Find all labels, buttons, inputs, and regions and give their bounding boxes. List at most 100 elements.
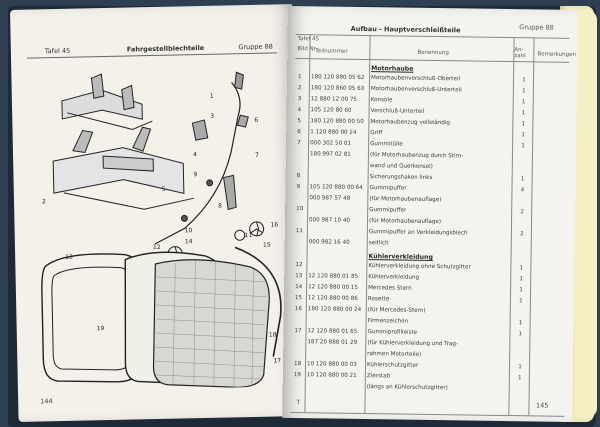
section-grille: Kühlerverkleidung: [368, 253, 433, 261]
callout: 5: [162, 186, 166, 193]
cell-qty: 1: [522, 77, 526, 84]
cell-desc: Kühlerverkleidung: [368, 274, 420, 281]
cell-part: 1 120 880 00 24: [310, 129, 357, 136]
cell-part: [307, 383, 365, 384]
callout: 18: [269, 331, 277, 338]
cell-fig: 13: [295, 273, 303, 280]
page-edges-outer: [575, 10, 597, 418]
page-number-right: 145: [535, 401, 549, 410]
cell-fig: 2: [297, 85, 302, 92]
cell-desc: Sicherungshaken links: [369, 174, 433, 181]
cell-desc: Gummiprofilleiste: [367, 329, 418, 336]
col-fig: Bild Nr.: [297, 46, 318, 53]
page-number-left: 144: [40, 397, 53, 406]
cell-fig: 19: [293, 372, 302, 379]
callout: 6: [254, 117, 258, 124]
cell-part: [308, 262, 366, 263]
cell-desc: (längs an Kühlerschutzgitter): [366, 384, 448, 392]
cell-desc: (für Motorhaubenauflage): [369, 196, 442, 204]
cell-qty: 1: [520, 176, 525, 183]
cell-part: [310, 173, 368, 174]
cell-qty: 1: [518, 320, 523, 327]
cell-part: 000 987 57 48: [309, 195, 351, 202]
cell-part: 12 880 12 00 75: [310, 96, 358, 103]
cell-part: 180 120 880 05 62: [310, 74, 365, 82]
col-desc: Benennung: [417, 49, 449, 57]
cell-fig: 3: [297, 96, 302, 103]
exploded-parts-drawing: 1 2 3 4 5 6 7 8 9 10 11 12 13 14 15 16 1…: [41, 71, 282, 388]
callout: 2: [42, 198, 46, 205]
left-page-group: Gruppe 88: [238, 42, 273, 52]
left-page-title: Fahrgestellblechteile: [126, 43, 205, 54]
cell-qty: 1: [519, 298, 523, 305]
cell-desc: Kühlerverkleidung ohne Schutzgitter: [368, 263, 471, 271]
callout: 7: [255, 152, 259, 159]
cell-desc: Motorhaubenzug vollständig: [370, 119, 450, 127]
cell-qty: 2: [520, 231, 524, 238]
cell-desc: (für Motorhaubenzug durch Stirn-: [369, 152, 464, 160]
cell-part: [309, 206, 367, 207]
callout: 8: [218, 203, 222, 210]
cell-part: 105 120 80 60: [310, 107, 352, 114]
cell-qty: 1: [519, 276, 524, 283]
callout: 17: [273, 357, 281, 364]
cell-fig: 7: [297, 140, 301, 147]
cell-qty: 1: [521, 110, 526, 117]
cell-qty: 1: [521, 132, 526, 139]
cell-part: 12 120 880 00 86: [307, 295, 358, 302]
callout: 9: [193, 171, 197, 178]
section-hood: Motorhaube: [371, 65, 414, 73]
callout: 1: [210, 93, 214, 100]
cell-fig: 9: [296, 184, 301, 191]
cell-part: [309, 228, 367, 229]
cell-fig: 18: [293, 361, 302, 368]
right-page-group: Gruppe 88: [519, 23, 554, 32]
callout: 16: [270, 221, 278, 228]
cell-part: 10 120 880 00 03: [306, 361, 357, 368]
callout: 15: [263, 242, 271, 249]
cell-desc: (für Mercedes-Stern): [367, 307, 426, 314]
callout: 14: [185, 238, 193, 245]
cell-qty: 1: [518, 331, 523, 338]
col-part: Teilnummer: [315, 48, 348, 55]
cell-part: [310, 162, 368, 163]
cell-fig: 1: [297, 74, 302, 81]
col-qty: An-zahl: [514, 47, 526, 60]
col-plate: Tafel 45: [297, 36, 320, 43]
cell-desc: rahmen Motorteile): [367, 351, 422, 358]
cell-qty: 1: [518, 375, 522, 382]
callout: 19: [97, 325, 105, 332]
left-page: Tafel 45 Fahrgestellblechteile Gruppe 88: [10, 4, 301, 422]
plate-label: Tafel 45: [44, 46, 71, 56]
left-page-header: Tafel 45 Fahrgestellblechteile Gruppe 88: [26, 38, 277, 59]
cell-qty: 1: [521, 99, 526, 106]
cell-part: 105 120 880 00 64: [309, 184, 363, 192]
cell-qty: 1: [522, 88, 526, 95]
cell-desc: Gummipuffer an Verkleidungsblech: [368, 229, 468, 237]
cell-desc: Motorhaubenverschluß-Unterteil: [370, 86, 462, 94]
cell-fig: 4: [297, 107, 302, 114]
right-page-title: Aufbau - Hauptverschleißteile: [350, 24, 461, 35]
cell-fig: 16: [294, 306, 302, 313]
cell-qty: 1: [519, 265, 524, 272]
callout: 13: [65, 254, 73, 261]
cell-desc: seitlich: [368, 240, 389, 247]
cell-desc: Kühlerschutzgitter: [366, 362, 419, 369]
cell-part: 12 120 880 00 15: [308, 284, 358, 291]
cell-part: 180 120 860 05 63: [310, 85, 365, 93]
cell-part: [308, 317, 366, 318]
cell-part: 12 120 880 01 65: [307, 328, 358, 335]
cell-desc: Mercedes Stern: [368, 285, 412, 292]
callout: 10: [185, 227, 193, 234]
cell-qty: 1: [518, 364, 522, 371]
callout: 11: [245, 232, 253, 239]
cell-desc: Zierstab: [366, 373, 391, 380]
callout: 12: [153, 244, 161, 251]
cell-part: 180 997 02 81: [309, 151, 351, 158]
cell-part: 187 20 888 01 29: [307, 339, 358, 346]
cell-part: 180 120 880 00 50: [310, 118, 364, 126]
cell-qty: 1: [521, 121, 526, 128]
cell-desc: Gummitülle: [370, 141, 403, 148]
cell-fig: 15: [294, 295, 303, 302]
cell-part: [307, 350, 365, 351]
